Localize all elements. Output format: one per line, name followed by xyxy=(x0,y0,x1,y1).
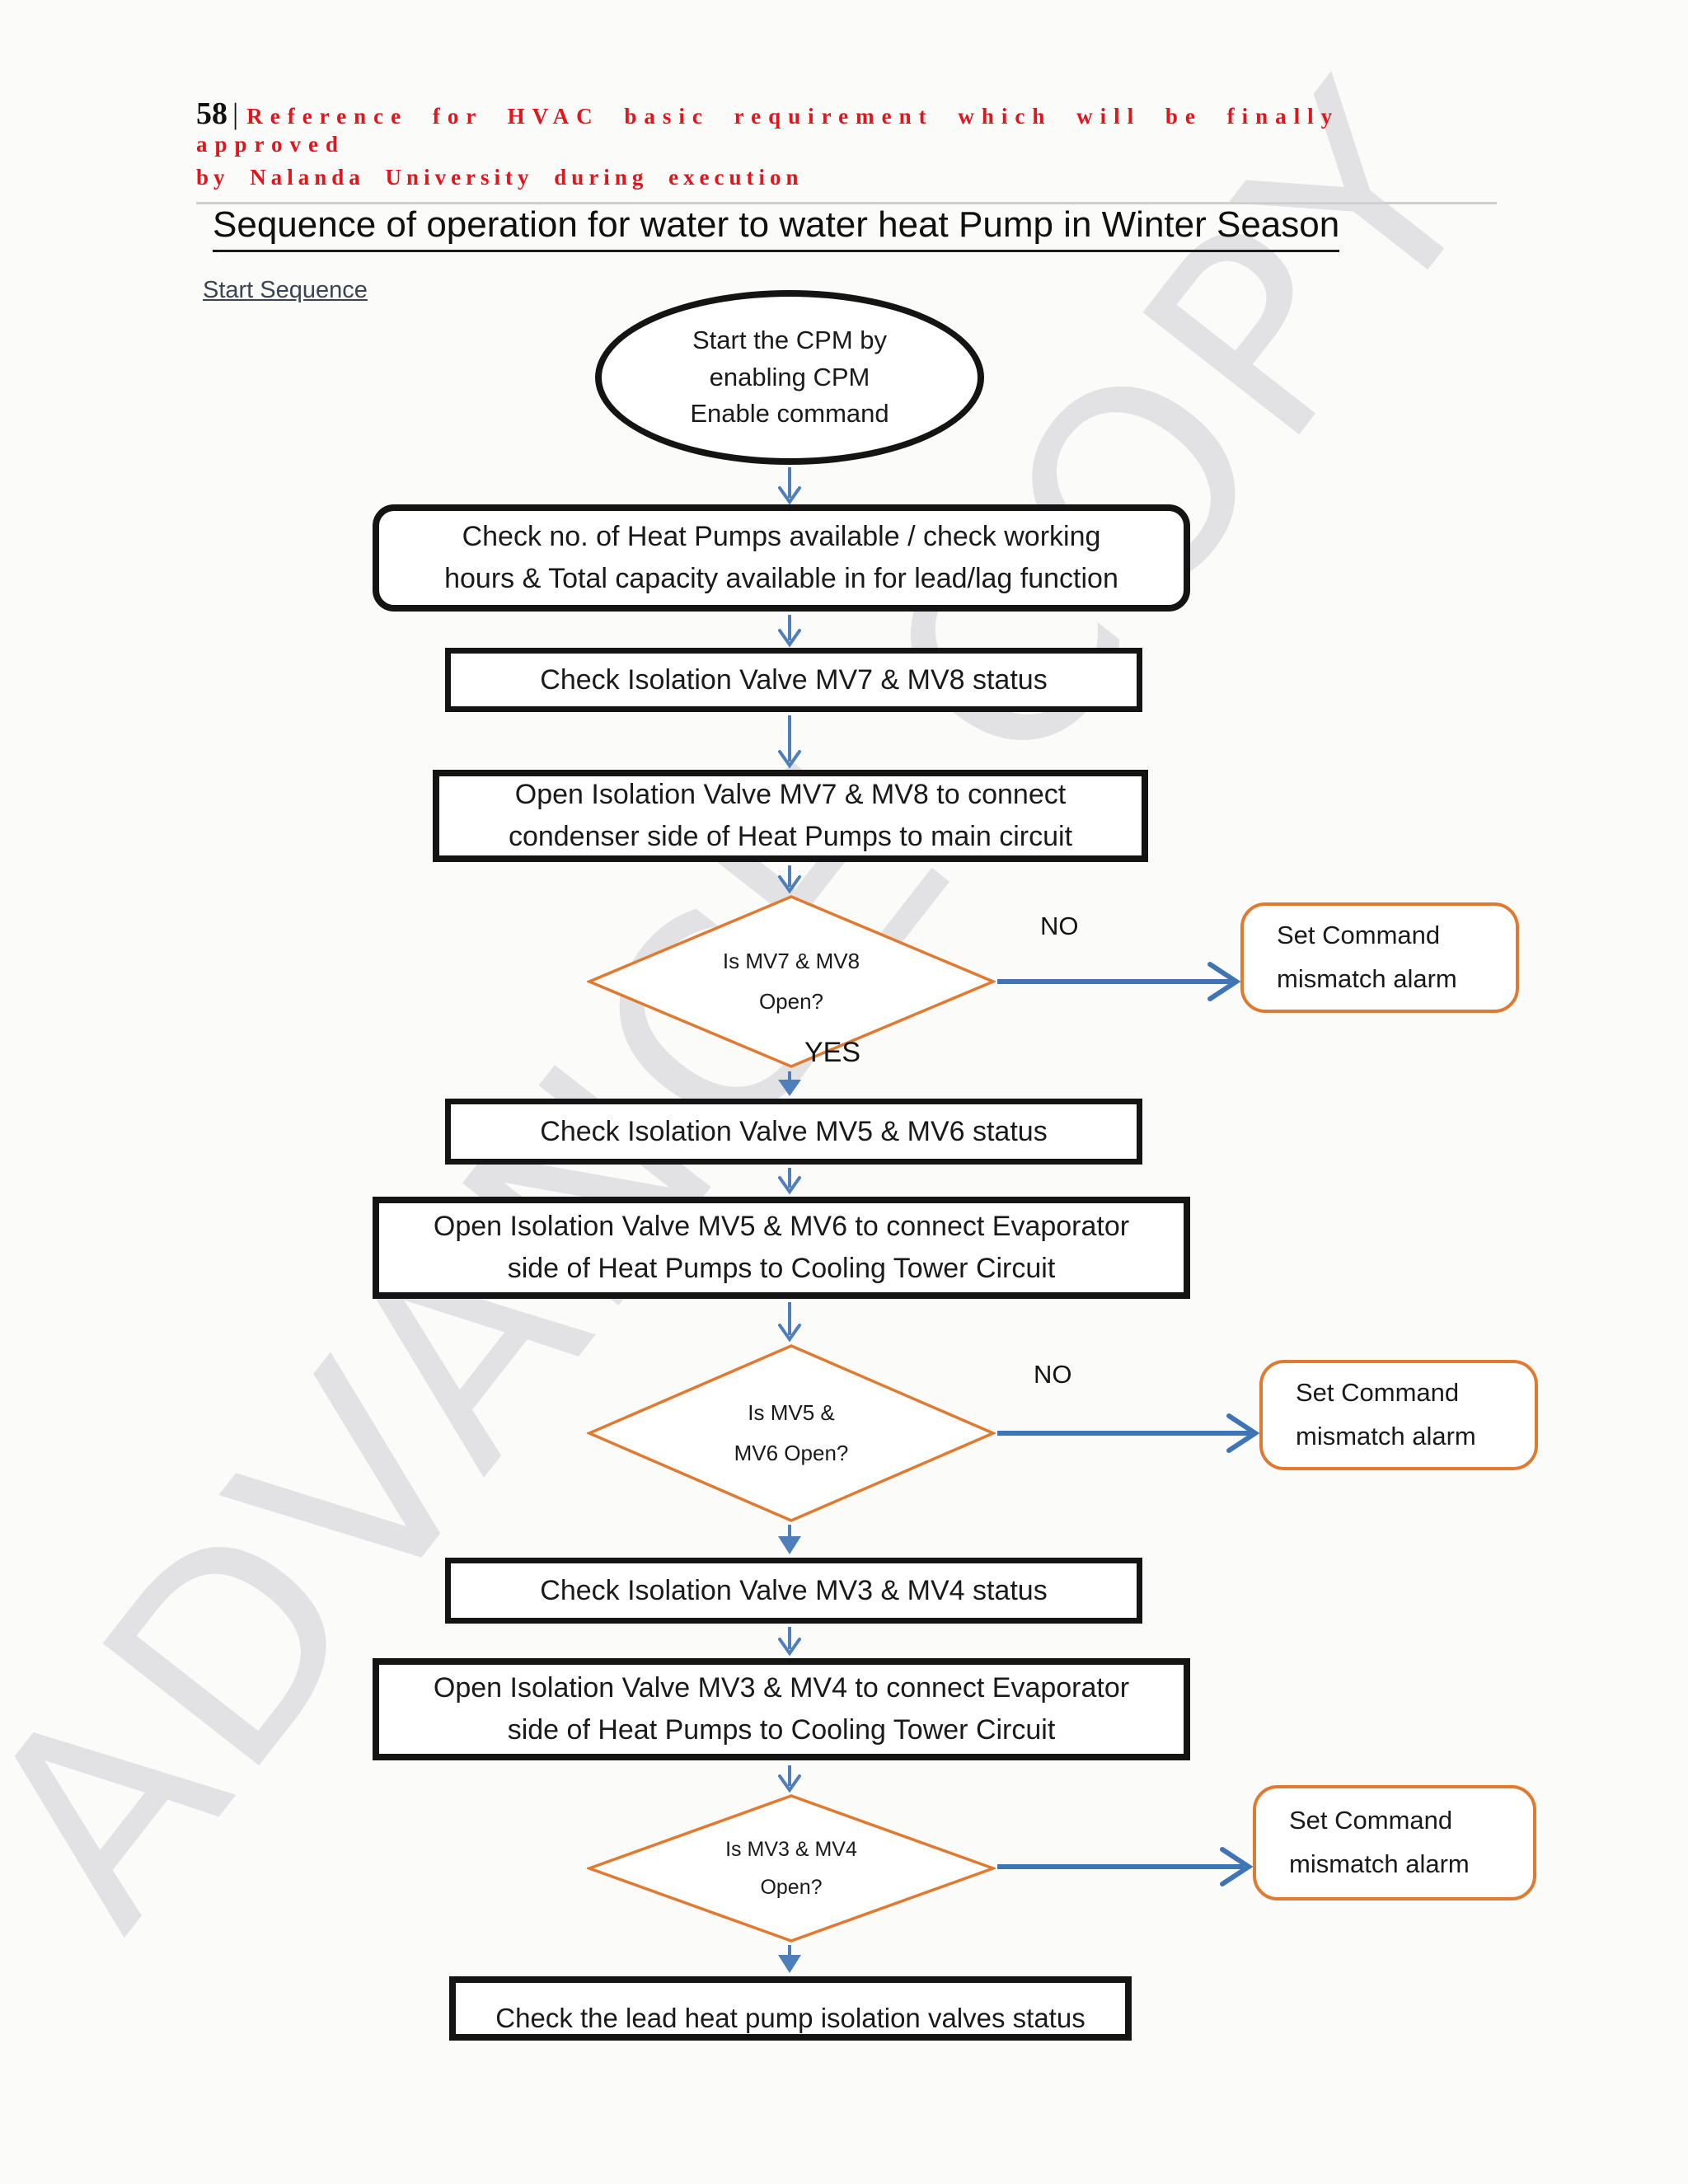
page-header: 58|Reference for HVAC basic requirement … xyxy=(196,96,1497,204)
flow-node-open-mv3-mv4: Open Isolation Valve MV3 & MV4 to connec… xyxy=(373,1658,1190,1760)
alarm-box-mv3-mv4: Set Command mismatch alarm xyxy=(1253,1785,1536,1900)
arrow-decision3-no-to-alarm3 xyxy=(997,1847,1254,1886)
arrow-start-to-checkpumps xyxy=(778,467,801,505)
header-separator: | xyxy=(232,97,239,130)
arrow-decision1-no-to-alarm1 xyxy=(997,962,1241,1001)
branch-label-yes-1: YES xyxy=(804,1037,861,1068)
alarm-box-mv7-mv8: Set Command mismatch alarm xyxy=(1240,902,1519,1013)
arrow-checkpumps-to-check78 xyxy=(778,615,801,648)
arrow-open56-to-decision2 xyxy=(778,1302,801,1343)
diamond-outline xyxy=(587,895,996,1068)
diamond-shape xyxy=(587,1344,996,1522)
arrow-check34-to-open34 xyxy=(778,1627,801,1657)
start-sequence-label: Start Sequence xyxy=(203,277,368,303)
header-line1: Reference for HVAC basic requirement whi… xyxy=(196,104,1340,157)
arrow-decision2-no-to-alarm2 xyxy=(997,1413,1260,1453)
arrow-decision2-to-check34 xyxy=(778,1525,801,1554)
branch-label-no-2: NO xyxy=(1034,1360,1072,1389)
decision-is-mv7-mv8-open: Is MV7 & MV8 Open? xyxy=(587,894,996,1069)
arrow-decision3-to-checklead xyxy=(778,1945,801,1973)
flow-node-check-heat-pumps: Check no. of Heat Pumps available / chec… xyxy=(373,504,1190,612)
decision-is-mv3-mv4-open: Is MV3 & MV4 Open? xyxy=(587,1793,996,1943)
flow-node-check-mv5-mv6: Check Isolation Valve MV5 & MV6 status xyxy=(445,1099,1142,1165)
diamond-outline xyxy=(587,1344,996,1522)
alarm-box-mv5-mv6: Set Command mismatch alarm xyxy=(1259,1360,1538,1470)
flow-node-check-mv7-mv8: Check Isolation Valve MV7 & MV8 status xyxy=(445,648,1142,712)
decision-text: Is MV5 & MV6 Open? xyxy=(734,1399,849,1465)
page-title: Sequence of operation for water to water… xyxy=(213,204,1340,252)
arrow-open34-to-decision3 xyxy=(778,1765,801,1793)
flow-node-check-mv3-mv4: Check Isolation Valve MV3 & MV4 status xyxy=(445,1558,1142,1624)
flow-node-open-mv7-mv8: Open Isolation Valve MV7 & MV8 to connec… xyxy=(433,770,1148,862)
flow-node-open-mv5-mv6: Open Isolation Valve MV5 & MV6 to connec… xyxy=(373,1197,1190,1299)
diamond-shape xyxy=(587,895,996,1068)
page-number: 58 xyxy=(196,96,227,131)
header-line2: by Nalanda University during execution xyxy=(196,165,804,190)
diamond-shape xyxy=(587,1794,996,1943)
branch-label-no-1: NO xyxy=(1040,912,1079,940)
decision-text: Is MV3 & MV4 Open? xyxy=(725,1837,857,1899)
diamond-outline xyxy=(587,1794,996,1943)
flow-node-start-terminal: Start the CPM by enabling CPM Enable com… xyxy=(595,290,984,465)
flow-node-check-lead-pump: Check the lead heat pump isolation valve… xyxy=(449,1976,1132,2041)
decision-text: Is MV7 & MV8 Open? xyxy=(722,948,860,1014)
decision-is-mv5-mv6-open: Is MV5 & MV6 Open? xyxy=(587,1343,996,1523)
